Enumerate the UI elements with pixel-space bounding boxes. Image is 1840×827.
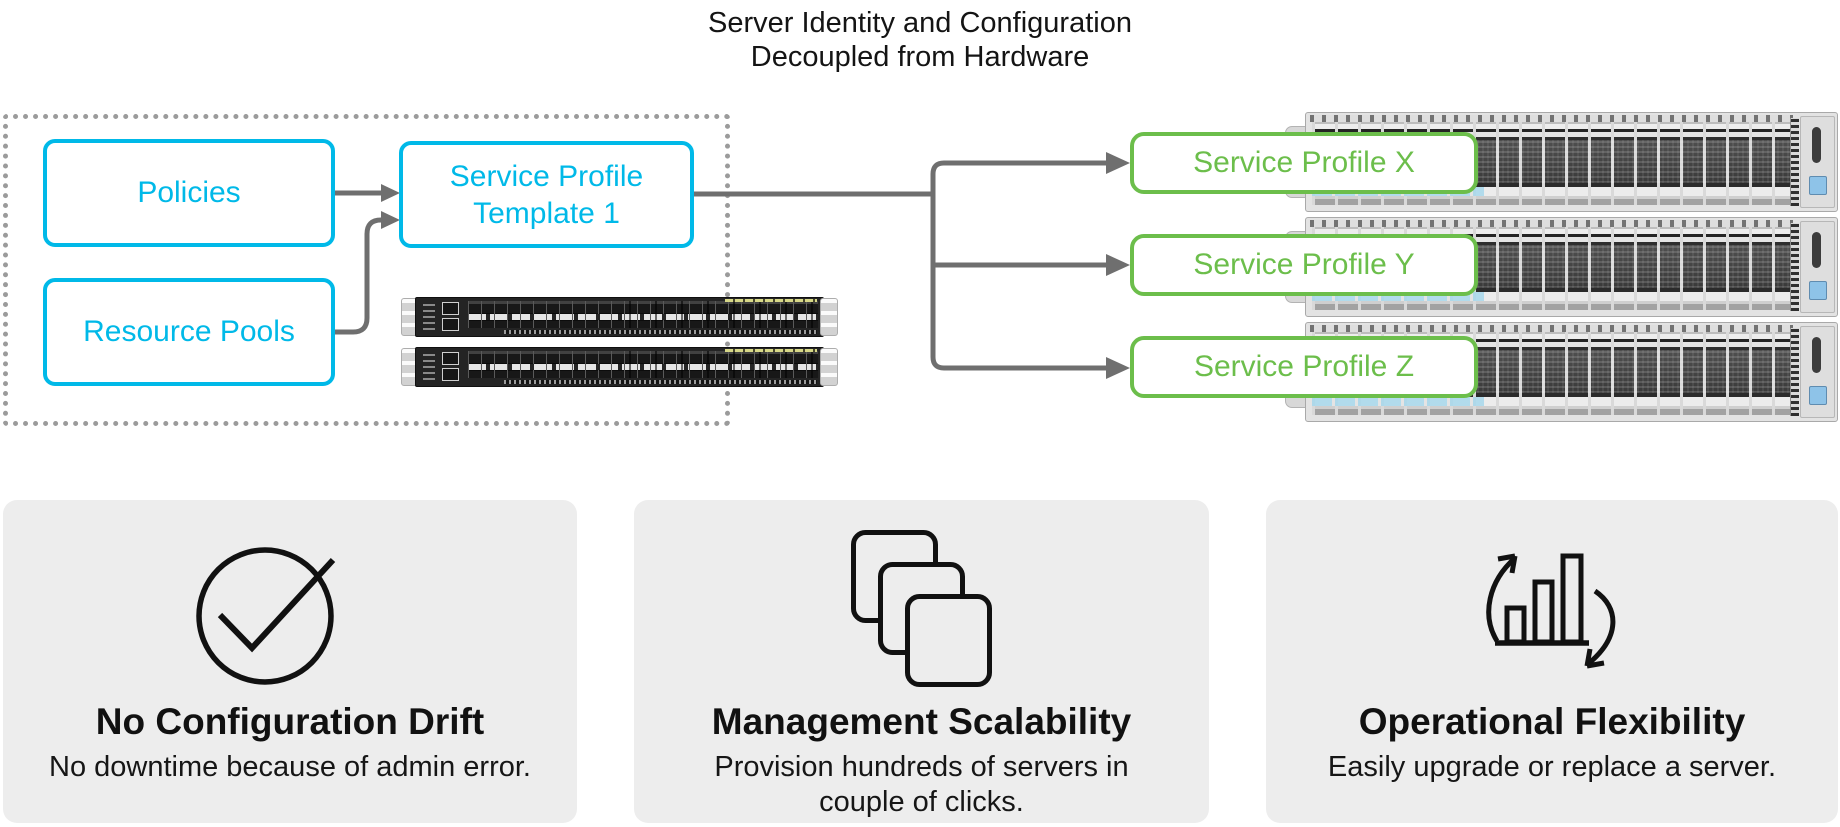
switch-mgmt-port xyxy=(442,352,459,365)
resource-pools-label: Resource Pools xyxy=(83,315,295,348)
server-vent-column xyxy=(1790,118,1799,206)
service-profile-template-node: Service Profile Template 1 xyxy=(399,141,694,248)
service-profile-z-label: Service Profile Z xyxy=(1193,350,1415,383)
feature-card-operational-flexibility: Operational Flexibility Easily upgrade o… xyxy=(1266,500,1838,823)
server-vent-column xyxy=(1790,223,1799,311)
switch-body xyxy=(415,347,824,387)
server-top-rail xyxy=(1310,115,1793,122)
server-drive-caps xyxy=(1312,397,1484,406)
switch-port-rows xyxy=(468,351,818,378)
server-end-panel xyxy=(1800,326,1835,418)
card-title: No Configuration Drift xyxy=(95,701,485,742)
server-end-panel xyxy=(1800,221,1835,313)
card-title: Operational Flexibility xyxy=(1358,701,1746,742)
feature-card-no-configuration-drift: No Configuration Drift No downtime becau… xyxy=(3,500,577,823)
server-indicator xyxy=(1809,281,1827,300)
server-vent-column xyxy=(1790,328,1799,416)
stacked-squares-icon xyxy=(634,500,1209,688)
server-top-rail xyxy=(1310,220,1793,227)
switch-port-rows xyxy=(468,301,818,328)
card-subtitle: Easily upgrade or replace a server. xyxy=(1327,751,1777,783)
server-handle xyxy=(1812,337,1821,373)
card-title: Management Scalability xyxy=(711,701,1132,742)
switch-mgmt-port xyxy=(442,318,459,331)
switch-bracket xyxy=(820,298,838,336)
switch-mgmt-port xyxy=(442,302,459,315)
server-indicator xyxy=(1809,176,1827,195)
page-title: Server Identity and Configuration Decoup… xyxy=(0,6,1840,74)
server-top-rail xyxy=(1310,325,1793,332)
network-switch-image-2 xyxy=(401,347,838,387)
service-profile-y-label: Service Profile Y xyxy=(1193,248,1415,281)
network-switch-image-1 xyxy=(401,297,838,337)
switch-vent xyxy=(504,330,817,334)
card-subtitle: No downtime because of admin error. xyxy=(49,751,531,783)
policies-label: Policies xyxy=(137,176,241,209)
title-line-2: Decoupled from Hardware xyxy=(750,41,1090,73)
switch-bracket xyxy=(820,348,838,386)
switch-vent xyxy=(504,380,817,384)
resource-pools-node: Resource Pools xyxy=(43,278,335,386)
card-subtitle: Provision hundreds of servers in couple … xyxy=(714,751,1129,818)
service-profile-x-label: Service Profile X xyxy=(1193,146,1415,179)
service-profile-z-node: Service Profile Z xyxy=(1130,336,1478,398)
switch-port-labels xyxy=(725,349,817,352)
title-line-1: Server Identity and Configuration xyxy=(708,7,1132,39)
service-profile-template-label: Service Profile Template 1 xyxy=(449,159,644,230)
switch-leds xyxy=(423,302,435,330)
check-circle-icon xyxy=(3,500,577,688)
service-profile-y-node: Service Profile Y xyxy=(1130,234,1478,296)
connector-arrows xyxy=(335,152,1130,379)
server-indicator xyxy=(1809,386,1827,405)
feature-card-management-scalability: Management Scalability Provision hundred… xyxy=(634,500,1209,823)
policies-node: Policies xyxy=(43,139,335,247)
switch-body xyxy=(415,297,824,337)
switch-mgmt-port xyxy=(442,368,459,381)
switch-port-labels xyxy=(725,299,817,302)
switch-leds xyxy=(423,352,435,380)
service-profile-x-node: Service Profile X xyxy=(1130,132,1478,194)
server-handle xyxy=(1812,232,1821,268)
cycle-bar-chart-icon xyxy=(1266,500,1838,688)
server-handle xyxy=(1812,127,1821,163)
server-end-panel xyxy=(1800,116,1835,208)
template-group-border xyxy=(3,114,730,426)
server-drive-caps xyxy=(1312,292,1484,301)
